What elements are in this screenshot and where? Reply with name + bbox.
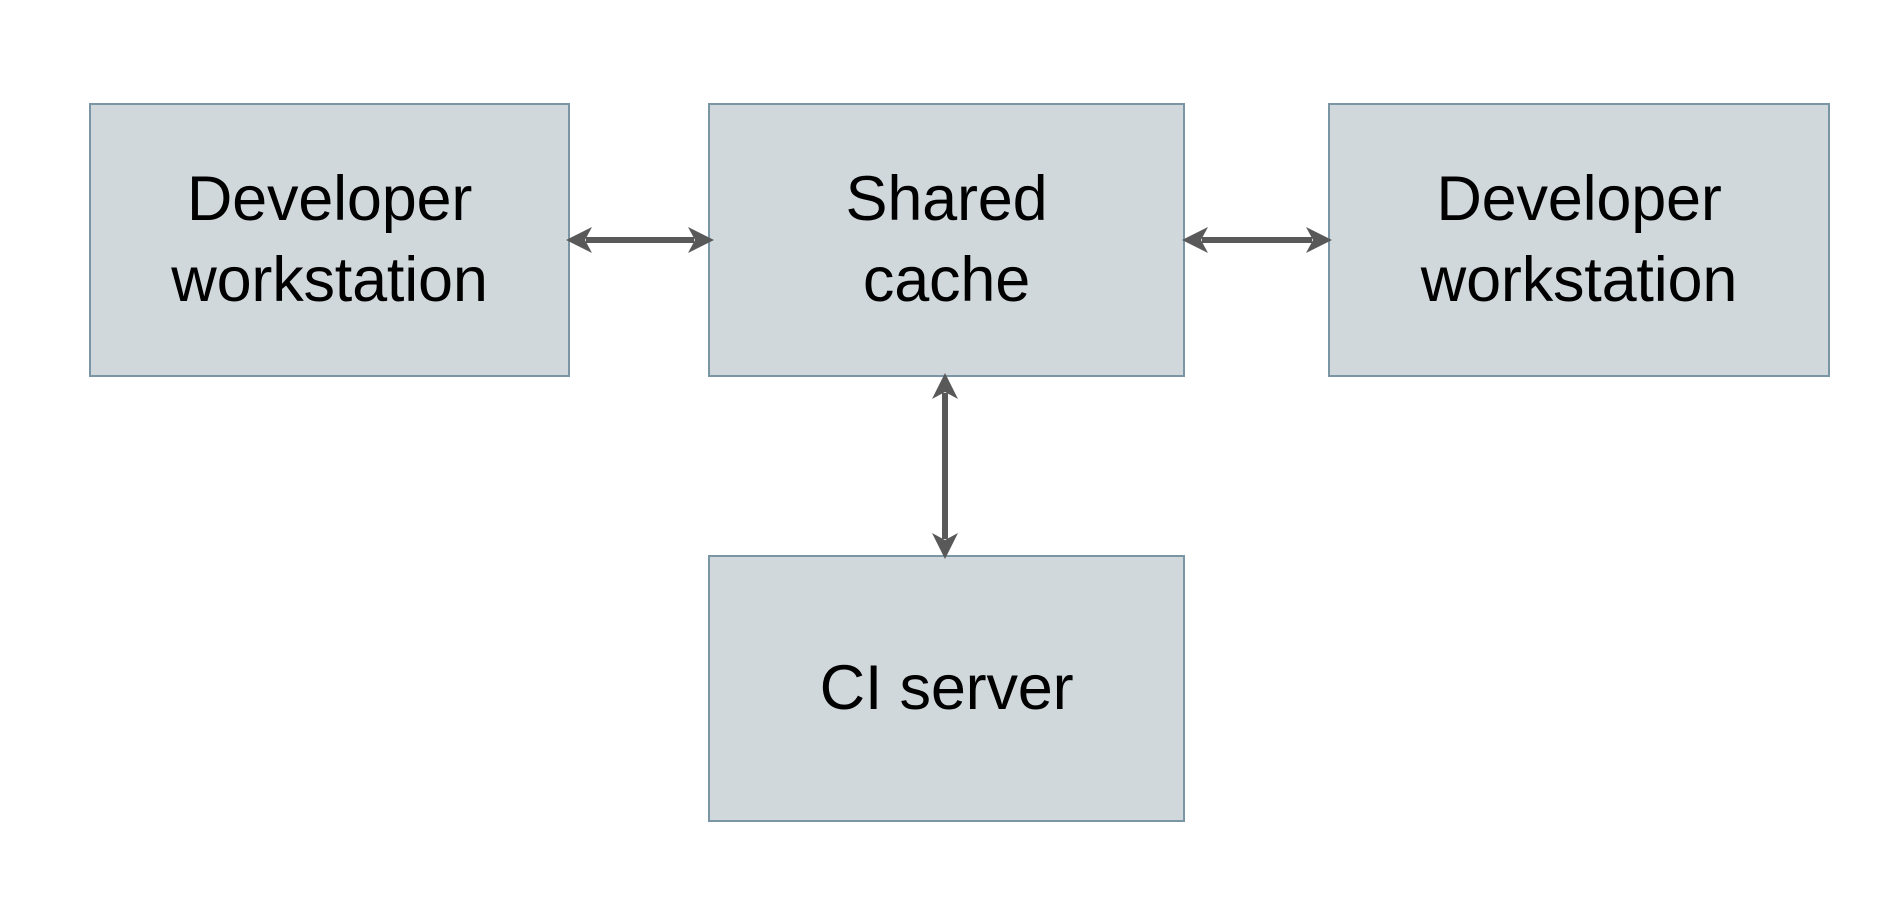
node-label: Shared cache bbox=[845, 163, 1048, 315]
edge-shared-cache-to-ci-server bbox=[921, 373, 969, 559]
node-label: Developer workstation bbox=[1420, 163, 1738, 315]
edge-shared-cache-to-developer-right bbox=[1182, 216, 1332, 264]
node-developer-workstation-right[interactable]: Developer workstation bbox=[1328, 103, 1830, 377]
node-shared-cache[interactable]: Shared cache bbox=[708, 103, 1185, 377]
node-label: CI server bbox=[819, 652, 1074, 723]
bidirectional-arrow-icon bbox=[566, 227, 714, 253]
node-label: Developer workstation bbox=[171, 163, 488, 315]
bidirectional-arrow-icon bbox=[1182, 227, 1332, 253]
node-developer-workstation-left[interactable]: Developer workstation bbox=[89, 103, 570, 377]
edge-developer-left-to-shared-cache bbox=[566, 216, 714, 264]
node-ci-server[interactable]: CI server bbox=[708, 555, 1185, 822]
bidirectional-arrow-icon bbox=[932, 373, 958, 559]
